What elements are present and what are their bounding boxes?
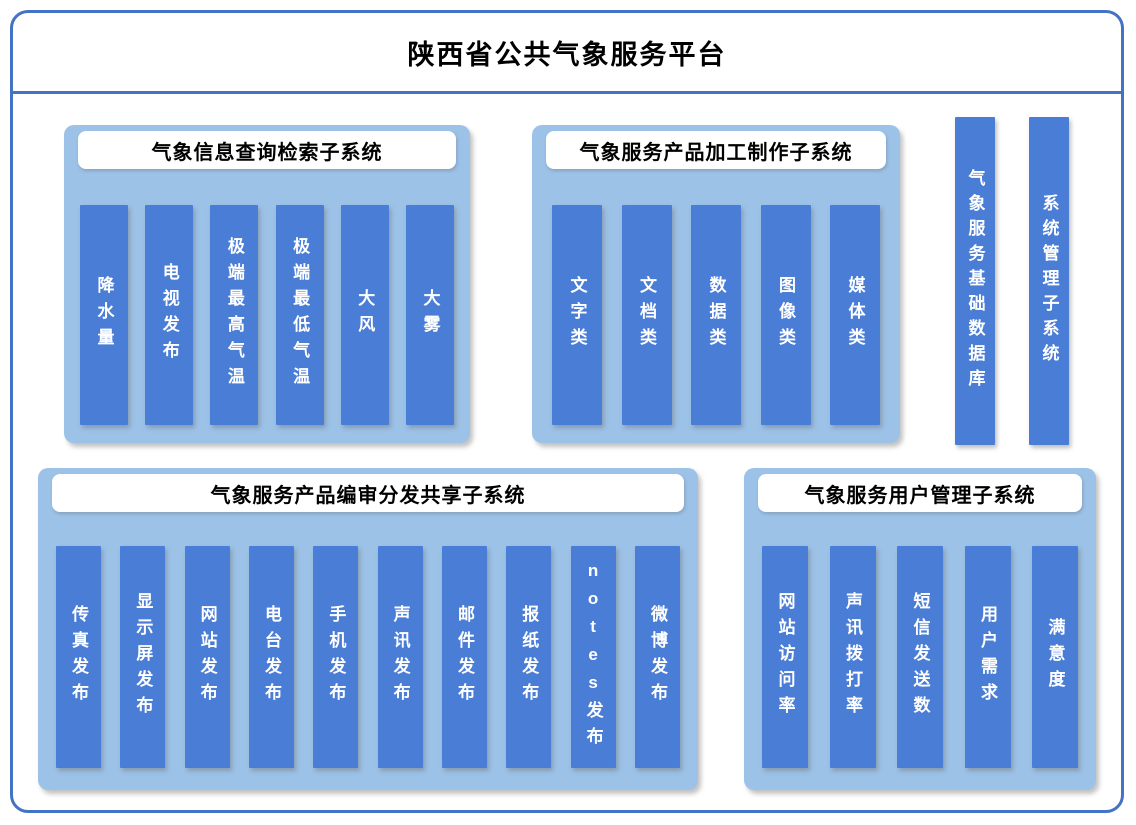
bar-heavy-fog: 大雾 (405, 205, 454, 425)
group-query-retrieval-subsystem: 气象信息查询检索子系统 降水量 电视发布 极端最高气温 极端最低气温 大风 大雾 (64, 125, 470, 443)
bar-sms-sent-count: 短信发送数 (897, 546, 943, 768)
bar-data-type: 数据类 (691, 205, 741, 425)
bar-strong-wind: 大风 (340, 205, 389, 425)
bar-voice-call-rate: 声讯拨打率 (829, 546, 876, 768)
bar-notes-release: notes发布 (570, 546, 616, 768)
bar-tv-release: 电视发布 (145, 205, 194, 425)
group-title-user-management: 气象服务用户管理子系统 (758, 474, 1082, 512)
bar-base-database: 气象服务基础数据库 (955, 117, 995, 445)
group-distribution-sharing-subsystem: 气象服务产品编审分发共享子系统 传真发布 显示屏发布 网站发布 电台发布 手机发… (38, 468, 698, 790)
bar-satisfaction: 满意度 (1032, 546, 1078, 768)
group-product-processing-subsystem: 气象服务产品加工制作子系统 文字类 文档类 数据类 图像类 媒体类 (532, 125, 900, 443)
bar-mobile-release: 手机发布 (313, 546, 359, 768)
group-title-distribution-sharing: 气象服务产品编审分发共享子系统 (52, 474, 684, 512)
bar-fax-release: 传真发布 (56, 546, 101, 768)
bar-document-type: 文档类 (621, 205, 672, 425)
bar-media-type: 媒体类 (830, 205, 880, 425)
bar-text-type: 文字类 (552, 205, 602, 425)
group-bars-query-retrieval: 降水量 电视发布 极端最高气温 极端最低气温 大风 大雾 (80, 205, 454, 425)
bar-display-screen-release: 显示屏发布 (120, 546, 166, 768)
platform-frame: 陕西省公共气象服务平台 气象信息查询检索子系统 降水量 电视发布 极端最高气温 … (10, 10, 1124, 813)
bar-precipitation: 降水量 (80, 205, 128, 425)
bar-website-visit-rate: 网站访问率 (762, 546, 808, 768)
bar-image-type: 图像类 (760, 205, 811, 425)
bar-user-needs: 用户需求 (964, 546, 1011, 768)
bar-extreme-max-temp: 极端最高气温 (210, 205, 259, 425)
group-bars-user-management: 网站访问率 声讯拨打率 短信发送数 用户需求 满意度 (762, 546, 1078, 768)
bar-extreme-min-temp: 极端最低气温 (275, 205, 324, 425)
group-title-product-processing: 气象服务产品加工制作子系统 (546, 131, 886, 169)
bar-radio-release: 电台发布 (248, 546, 294, 768)
group-bars-distribution-sharing: 传真发布 显示屏发布 网站发布 电台发布 手机发布 声讯发布 邮件发布 报纸发布… (56, 546, 680, 768)
bar-voice-release: 声讯发布 (377, 546, 423, 768)
bar-website-release: 网站发布 (184, 546, 230, 768)
platform-title: 陕西省公共气象服务平台 (407, 39, 727, 70)
bar-system-management-subsystem: 系统管理子系统 (1029, 117, 1069, 445)
bar-email-release: 邮件发布 (441, 546, 487, 768)
bar-weibo-release: 微博发布 (634, 546, 680, 768)
bar-newspaper-release: 报纸发布 (506, 546, 552, 768)
platform-header: 陕西省公共气象服务平台 (13, 13, 1121, 94)
group-bars-product-processing: 文字类 文档类 数据类 图像类 媒体类 (552, 205, 880, 425)
group-title-query-retrieval: 气象信息查询检索子系统 (78, 131, 456, 169)
group-user-management-subsystem: 气象服务用户管理子系统 网站访问率 声讯拨打率 短信发送数 用户需求 满意度 (744, 468, 1096, 790)
